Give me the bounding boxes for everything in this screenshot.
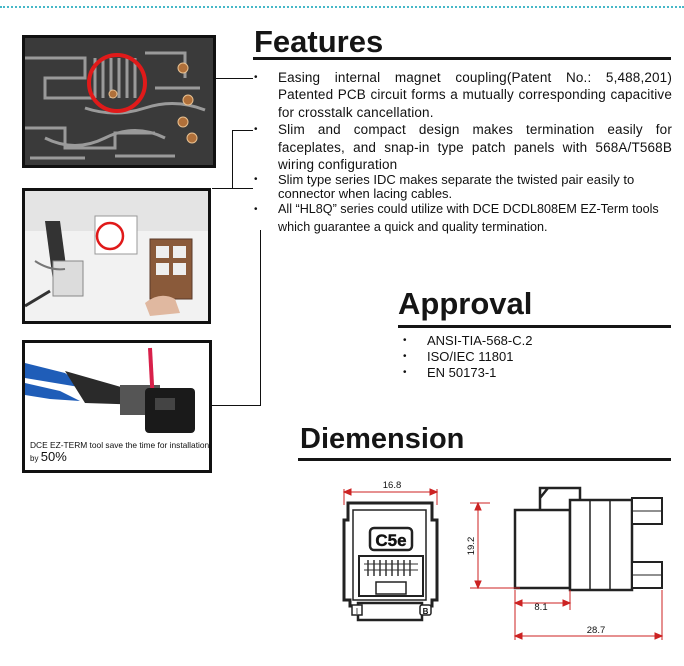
dim-depth-partial: 8.1 xyxy=(534,602,547,613)
callout-line-2-h xyxy=(232,130,253,131)
features-heading: Features xyxy=(254,24,384,59)
approval-rule xyxy=(398,325,671,328)
svg-text:B: B xyxy=(423,607,429,616)
callout-line-2-v xyxy=(232,130,233,188)
tool-caption: DCE EZ-TERM tool save the time for insta… xyxy=(30,440,210,464)
feature-item: Easing internal magnet coupling(Patent N… xyxy=(254,69,672,121)
dim-width-front: 16.8 xyxy=(383,480,402,491)
termination-photo xyxy=(22,188,211,324)
top-dotted-border xyxy=(0,6,684,12)
callout-line-4-bottom xyxy=(212,405,261,406)
approval-list: ANSI-TIA-568-C.2 ISO/IEC 11801 EN 50173-… xyxy=(403,333,532,380)
tool-photo: DCE EZ-TERM tool save the time for insta… xyxy=(22,340,212,473)
caption-line1: DCE EZ-TERM tool save the time for insta… xyxy=(30,440,210,450)
callout-line-3 xyxy=(212,188,253,189)
dimension-rule xyxy=(298,458,671,461)
approval-item: ISO/IEC 11801 xyxy=(403,349,532,365)
dimension-lines xyxy=(342,488,664,640)
approval-item: ANSI-TIA-568-C.2 xyxy=(403,333,532,349)
dim-depth-total: 28.7 xyxy=(587,625,606,636)
svg-text:I: I xyxy=(356,607,358,616)
feature-item: Slim and compact design makes terminatio… xyxy=(254,121,672,173)
jack-side-view xyxy=(513,486,663,592)
dimension-heading: Diemension xyxy=(300,423,465,455)
jack-label: C5e xyxy=(375,531,406,550)
pcb-image xyxy=(25,38,213,165)
features-list: Easing internal magnet coupling(Patent N… xyxy=(254,69,672,236)
termination-image xyxy=(25,191,208,321)
pcb-photo xyxy=(22,35,216,168)
callout-line-4-v xyxy=(260,230,261,406)
approval-heading: Approval xyxy=(398,286,533,321)
features-rule xyxy=(253,57,671,60)
caption-line2-value: 50% xyxy=(40,449,67,464)
caption-line2-prefix: by xyxy=(30,454,39,463)
dim-height: 19.2 xyxy=(466,537,477,556)
feature-item: All “HL8Q” series could utilize with DCE… xyxy=(254,201,672,236)
tool-image xyxy=(25,343,209,470)
approval-item: EN 50173-1 xyxy=(403,365,532,381)
callout-line-1 xyxy=(216,78,253,79)
feature-item: Slim type series IDC makes separate the … xyxy=(254,173,672,201)
jack-front-view: C5e I B xyxy=(342,501,439,622)
